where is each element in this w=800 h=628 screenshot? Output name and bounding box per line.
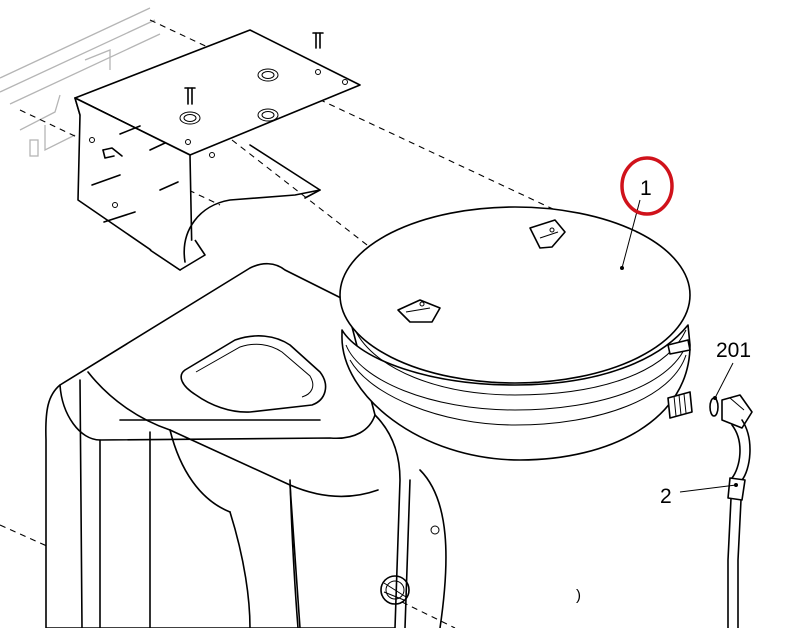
- callout-leaders: [620, 199, 738, 493]
- water-tank-body: [45, 262, 447, 628]
- mounting-bracket: [74, 29, 361, 271]
- connection-hose: [709, 394, 753, 628]
- stray-mark: ): [576, 587, 581, 604]
- callout-part-2: 2: [660, 485, 672, 508]
- callout-part-1: 1: [640, 177, 652, 200]
- expansion-vessel: [339, 206, 693, 461]
- background-frame-outline: [0, 7, 161, 157]
- red-circle-highlight: [620, 156, 674, 216]
- screw-icon: [102, 32, 324, 159]
- callout-part-201: 201: [716, 339, 751, 362]
